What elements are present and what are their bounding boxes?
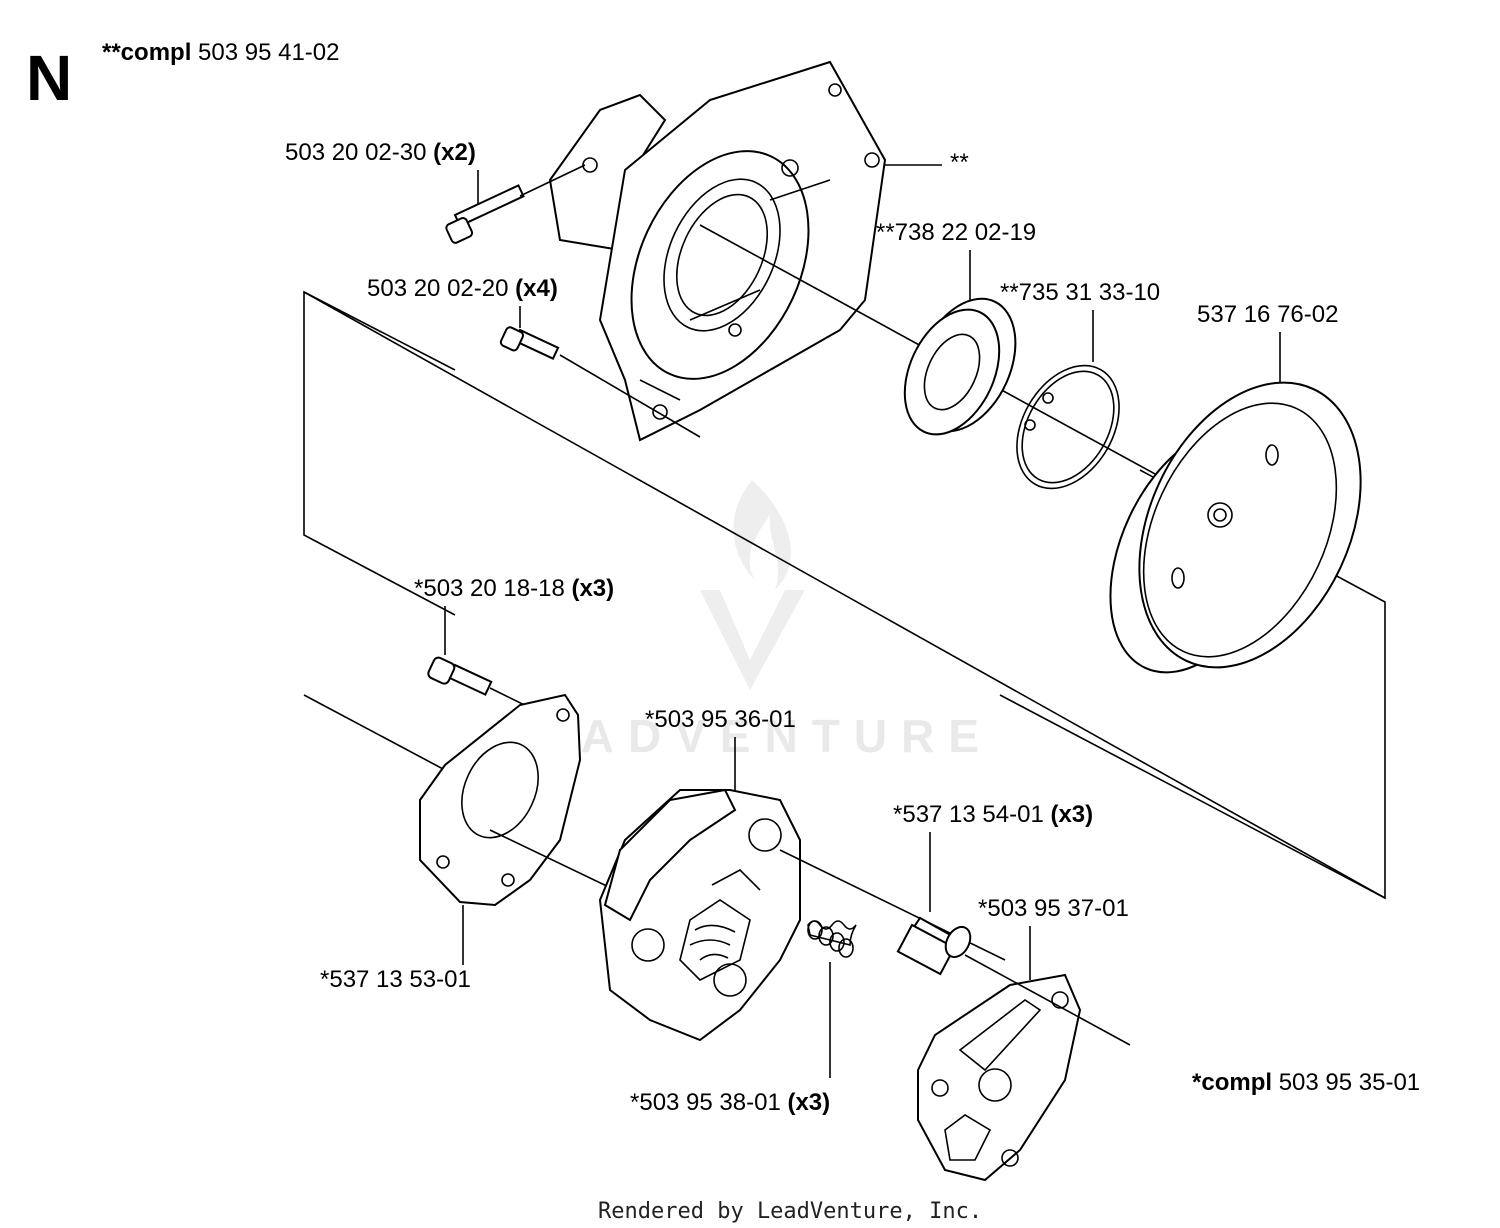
circlip: [1016, 364, 1120, 490]
bushing: [896, 916, 972, 976]
front-plate: [419, 693, 582, 907]
lower-assembly-number: 503 95 35-01: [1279, 1069, 1420, 1096]
screw-x4-number: 503 20 02-20: [367, 275, 508, 302]
front-plate-label: *537 13 53-01: [320, 966, 471, 993]
clutch-axis: [779, 849, 1006, 961]
bearing: [903, 297, 1017, 436]
section-letter: N: [26, 42, 72, 114]
shoulder-screw-number: *503 20 18-18: [414, 575, 565, 602]
screw-x2-axis: [519, 164, 586, 197]
assembly-frame-line-left: [303, 290, 456, 616]
hub-axis: [964, 954, 1131, 1046]
screw-x4-qty: (x4): [515, 275, 558, 302]
lower-assembly-label: *compl 503 95 35-01: [1192, 1069, 1420, 1096]
drum-label: 537 16 76-02: [1197, 301, 1338, 328]
shoulder-screw: [427, 656, 493, 696]
bearing-label: **738 22 02-19: [876, 219, 1036, 246]
screw-x2-label: 503 20 02-30 (x2): [285, 139, 476, 166]
shoulder-screw-qty: (x3): [571, 575, 614, 602]
upper-assembly-prefix: **compl: [102, 39, 191, 66]
screw-x2-qty: (x2): [433, 139, 476, 166]
spring-number: *503 95 38-01: [630, 1089, 781, 1116]
housing-label: **: [950, 149, 969, 176]
hub-label: *503 95 37-01: [978, 895, 1129, 922]
shoulder-screw-label: *503 20 18-18 (x3): [414, 575, 614, 602]
bushing-label: *537 13 54-01 (x3): [893, 801, 1093, 828]
lower-assembly-prefix: *compl: [1192, 1069, 1272, 1096]
screw-x2-number: 503 20 02-30: [285, 139, 426, 166]
footer-credit: Rendered by LeadVenture, Inc.: [598, 1199, 982, 1224]
assembly-frame-bottom-left: [303, 694, 461, 779]
bushing-qty: (x3): [1050, 801, 1093, 828]
assembly-frame-diagonal: [303, 291, 1386, 899]
spring-label: *503 95 38-01 (x3): [630, 1089, 830, 1116]
screw-x4: [499, 326, 560, 360]
screw-x4-axis: [559, 354, 701, 438]
hub: [917, 973, 1082, 1182]
spring: [807, 920, 857, 958]
front-plate-axis: [489, 829, 616, 891]
bushing-number: *537 13 54-01: [893, 801, 1044, 828]
upper-assembly-label: **compl 503 95 41-02: [102, 39, 340, 66]
clutch-housing: [548, 60, 887, 442]
upper-assembly-number: 503 95 41-02: [198, 39, 339, 66]
screw-x2: [445, 184, 525, 244]
clutch-shoes: [598, 788, 801, 1042]
clutch-drum: [1109, 381, 1362, 674]
clutch-shoes-label: *503 95 36-01: [645, 706, 796, 733]
spring-qty: (x3): [787, 1089, 830, 1116]
circlip-label: **735 31 33-10: [1000, 279, 1160, 306]
screw-x4-label: 503 20 02-20 (x4): [367, 275, 558, 302]
